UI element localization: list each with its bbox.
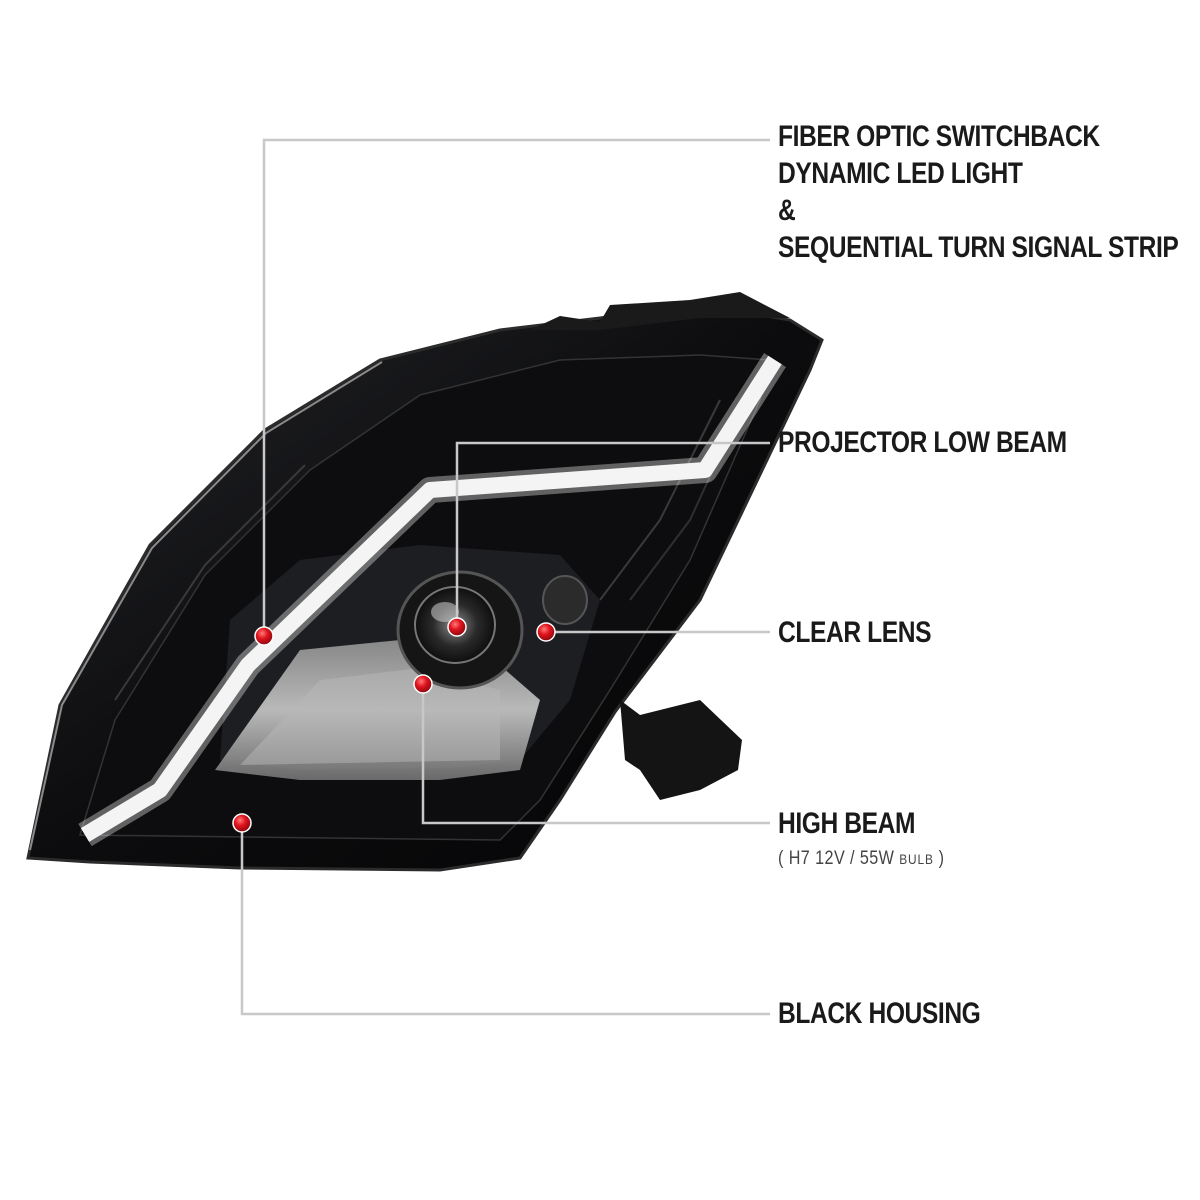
leader-lines — [240, 138, 770, 1016]
housing-label: BLACK HOUSING — [778, 997, 981, 1030]
callout-markers — [232, 617, 556, 833]
fiber-optic-label: FIBER OPTIC SWITCHBACK DYNAMIC LED LIGHT… — [778, 118, 1179, 266]
housing-leader — [240, 823, 770, 1016]
fiber-optic-line-4: SEQUENTIAL TURN SIGNAL STRIP — [778, 231, 1179, 264]
projector-leader — [455, 441, 770, 627]
spec-close-paren: ) — [938, 848, 945, 869]
high-beam-label: HIGH BEAM — [778, 807, 916, 840]
housing-marker — [232, 813, 252, 833]
spec-main: H7 12V / 55W — [788, 848, 895, 869]
fiber-optic-leader — [262, 138, 770, 636]
fiber-optic-line-2: DYNAMIC LED LIGHT — [778, 157, 1023, 190]
high-beam-marker — [413, 674, 433, 694]
clear-lens-marker — [536, 622, 556, 642]
spec-open-paren: ( — [778, 848, 784, 869]
fiber-optic-marker — [254, 626, 274, 646]
fiber-optic-line-3: & — [778, 194, 796, 227]
fiber-optic-line-1: FIBER OPTIC SWITCHBACK — [778, 120, 1100, 153]
headlight-housing — [26, 292, 824, 872]
projector-marker — [447, 617, 467, 637]
high-beam-spec: ( H7 12V / 55W BULB ) — [778, 848, 944, 870]
high-beam-leader — [421, 684, 770, 825]
spec-unit: BULB — [899, 851, 934, 867]
led-light-strip — [78, 353, 786, 847]
clear-lens-label: CLEAR LENS — [778, 616, 932, 649]
projector-label: PROJECTOR LOW BEAM — [778, 426, 1067, 459]
